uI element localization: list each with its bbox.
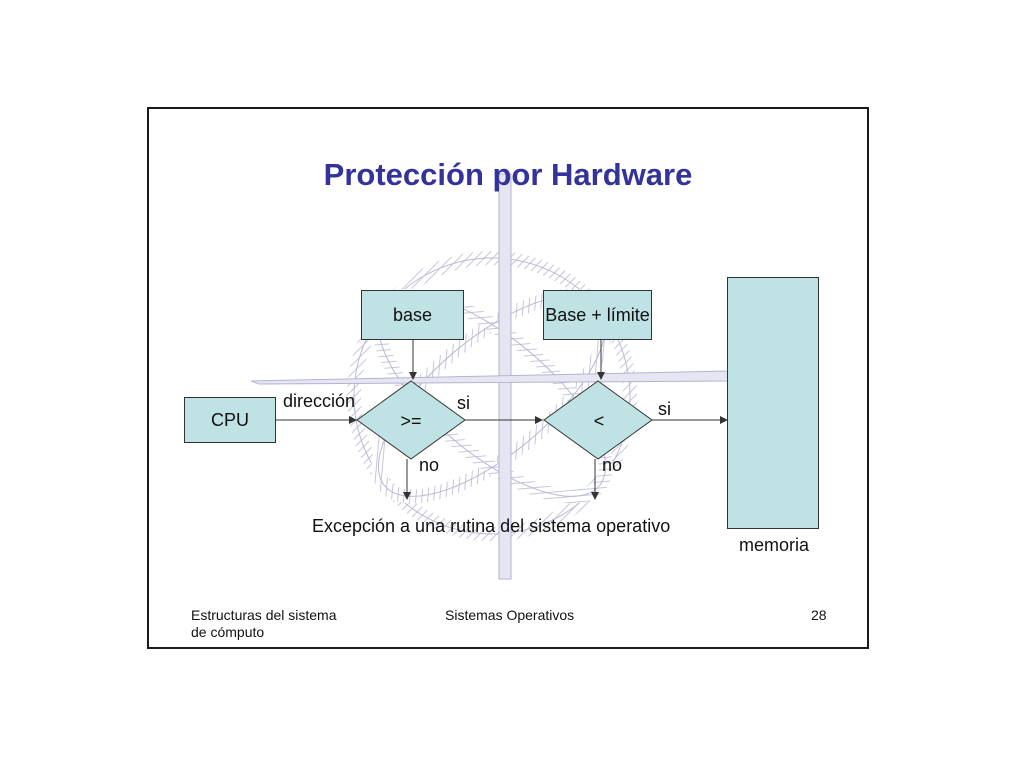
yes-label-1: si xyxy=(457,393,470,413)
no-label-1: no xyxy=(419,455,440,475)
memory-label: memoria xyxy=(739,535,810,555)
diagram-graphics xyxy=(250,173,730,580)
footer-subject: Sistemas Operativos xyxy=(445,607,575,623)
cpu-box: CPU xyxy=(184,397,276,443)
limit-register-box: Base + límite xyxy=(543,290,652,340)
ge-decision-shape xyxy=(356,380,466,460)
page-number: 28 xyxy=(811,607,827,623)
no-label-2: no xyxy=(602,455,623,475)
footer-course: Estructuras del sistema de cómputo xyxy=(191,607,337,641)
address-label: dirección xyxy=(283,391,356,411)
connectors xyxy=(276,340,728,500)
lt-decision-label: < xyxy=(593,411,605,431)
slide-title: Protección por Hardware xyxy=(323,157,693,192)
exception-label: Excepción a una rutina del sistema opera… xyxy=(312,516,671,536)
footer-course-line1: Estructuras del sistema xyxy=(191,607,337,623)
slide: Protección por Hardware base Base + lími… xyxy=(147,107,869,649)
yes-label-2: si xyxy=(658,399,671,419)
lt-decision-shape xyxy=(543,380,653,460)
ge-decision-label: >= xyxy=(400,411,422,431)
footer-course-line2: de cómputo xyxy=(191,624,265,640)
memory-box xyxy=(727,277,819,529)
base-register-box: base xyxy=(361,290,464,340)
